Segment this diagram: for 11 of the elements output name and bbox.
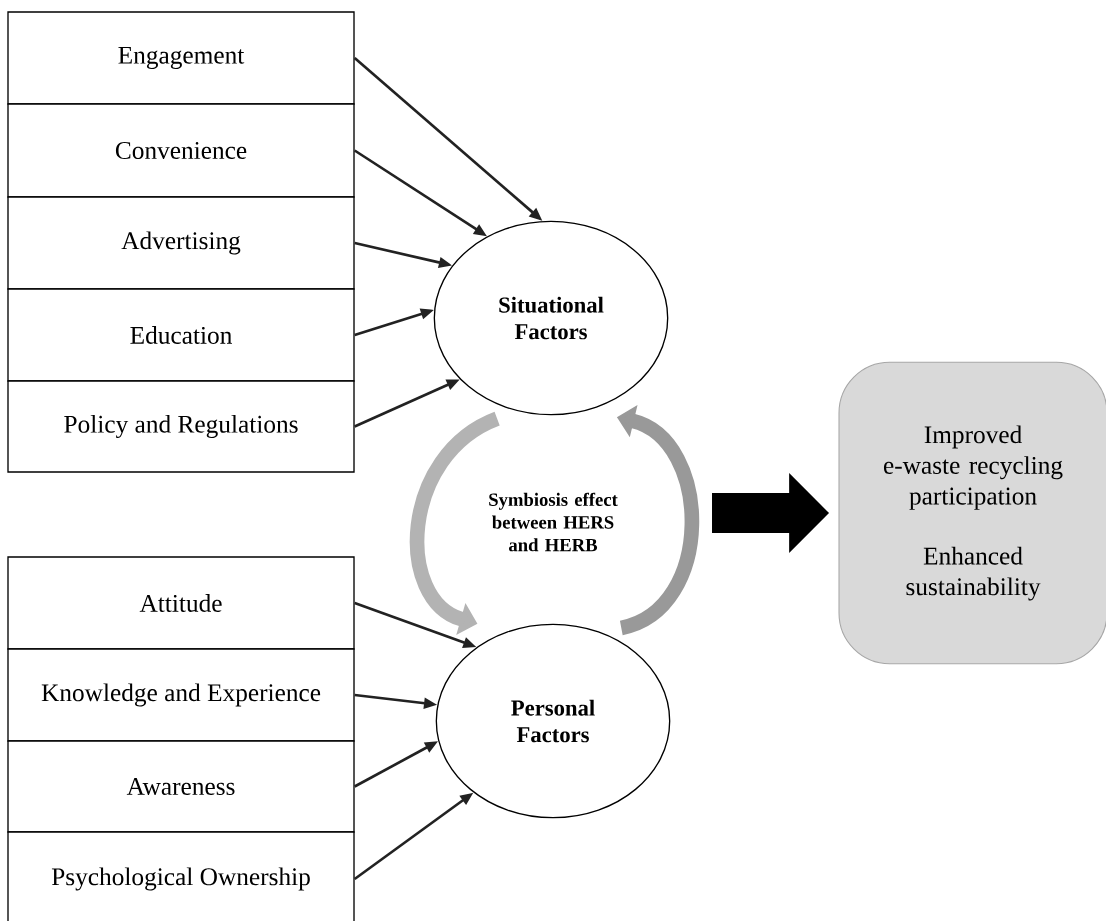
factor-box: Convenience [7, 103, 355, 198]
symbiosis-label: Symbiosis effect between HERS and HERB [489, 492, 618, 552]
factor-box: Knowledge and Experience [7, 648, 355, 742]
factor-box: Advertising [7, 196, 355, 290]
factor-box: Awareness [7, 740, 355, 833]
factor-box: Policy and Regulations [7, 380, 355, 473]
factor-box: Education [7, 288, 355, 382]
factor-box: Psychological Ownership [7, 831, 355, 921]
factor-box: Engagement [7, 11, 355, 105]
outcome-box: Improved e-waste recycling participation Enhanced sustainability [838, 361, 1106, 665]
factor-box: Attitude [7, 556, 355, 650]
